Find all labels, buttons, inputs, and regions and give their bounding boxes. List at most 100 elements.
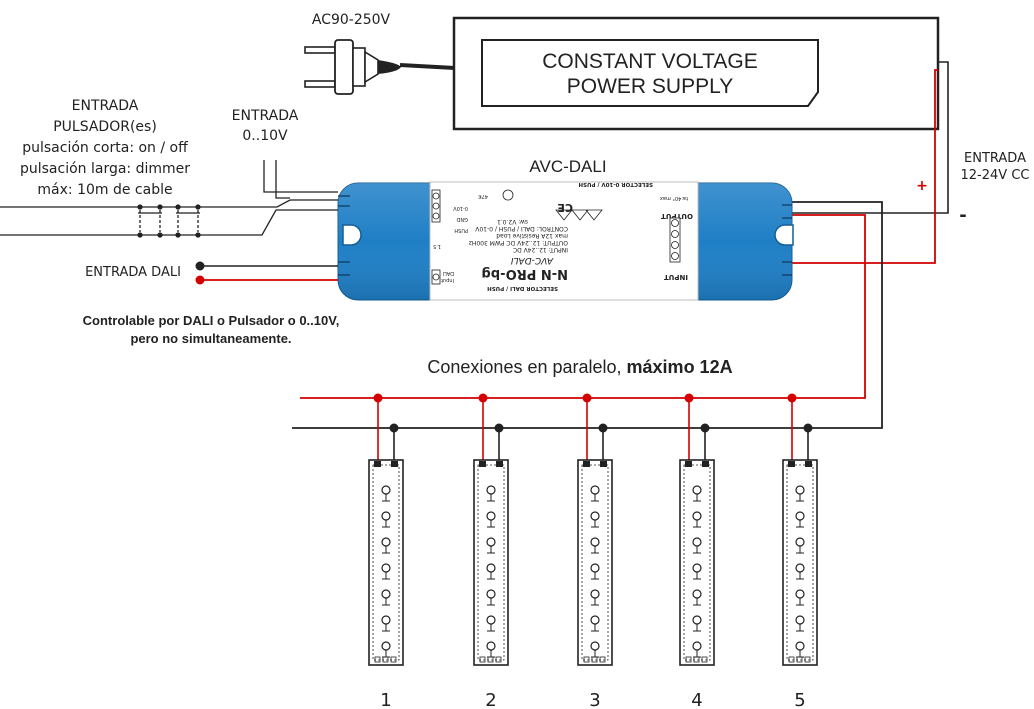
led-icon — [795, 537, 805, 547]
led-icon — [590, 511, 600, 521]
led-icon — [486, 589, 496, 599]
led-icon — [692, 641, 702, 651]
led-strip-1 — [368, 393, 404, 666]
device-t47k: 47K — [478, 193, 488, 199]
led-icon — [692, 563, 702, 573]
led-icon — [590, 537, 600, 547]
psu-output-wires — [781, 61, 949, 264]
led-icon — [795, 615, 805, 625]
strip-number: 4 — [691, 690, 702, 709]
avc-dali-device — [337, 181, 794, 301]
led-icon — [590, 641, 600, 651]
led-strip-4 — [679, 393, 715, 666]
junction-dot — [700, 423, 710, 433]
strip-number: 1 — [380, 690, 391, 709]
input-right-line1: ENTRADA — [964, 151, 1026, 166]
device-input-label: INPUT — [664, 273, 688, 281]
push-input-line3: pulsación corta: on / off — [22, 140, 188, 156]
psu-label-line1: CONSTANT VOLTAGE — [542, 50, 757, 73]
input-right-plus: + — [916, 178, 928, 194]
led-icon — [795, 641, 805, 651]
led-strip-3 — [577, 393, 613, 666]
device-ce: CE — [557, 201, 573, 214]
led-icon — [486, 615, 496, 625]
strip-number: 2 — [485, 690, 496, 709]
led-icon — [486, 641, 496, 651]
device-info-2: OUTPUT: 12..24V DC PWM 300Hz — [469, 239, 568, 246]
device-tgnd: GND — [456, 216, 468, 222]
push-input-line1: ENTRADA — [72, 98, 139, 114]
power-supply: CONSTANT VOLTAGE POWER SUPPLY — [452, 16, 940, 131]
push-button-input — [0, 160, 338, 238]
led-icon — [381, 511, 391, 521]
led-icon — [590, 485, 600, 495]
led-strip-5 — [782, 393, 818, 666]
parallel-note: Conexiones en paralelo, máximo 12A — [427, 357, 732, 377]
junction-dot — [478, 393, 488, 403]
led-icon — [486, 485, 496, 495]
device-info-1: INPUT: 12..24V DC — [513, 246, 568, 253]
input-right-line2: 12-24V CC — [961, 168, 1030, 183]
led-icon — [381, 537, 391, 547]
device-selector-bottom: SELECTOR DALI / PUSH — [487, 285, 558, 291]
junction-dot — [787, 393, 797, 403]
led-icon — [486, 537, 496, 547]
led-strip-2 — [473, 393, 509, 666]
device-model: AVC-DALI — [511, 255, 554, 265]
device-title: AVC-DALI — [529, 157, 606, 176]
input-right-minus: - — [959, 205, 966, 226]
psu-label-line2: POWER SUPPLY — [567, 75, 733, 98]
led-icon — [381, 641, 391, 651]
led-icon — [692, 511, 702, 521]
strip-number: 3 — [589, 690, 600, 709]
note-line1: Controlable por DALI o Pulsador o 0..10V… — [83, 313, 340, 328]
junction-dot — [598, 423, 608, 433]
led-icon — [381, 485, 391, 495]
junction-dot — [684, 393, 694, 403]
input-010-line1: ENTRADA — [232, 108, 299, 124]
led-icon — [692, 589, 702, 599]
junction-dot — [494, 423, 504, 433]
device-tpush: PUSH — [454, 227, 468, 233]
led-icon — [795, 485, 805, 495]
dali-input-wires — [195, 261, 338, 285]
mains-plug-icon — [304, 39, 456, 95]
led-strips — [368, 393, 818, 666]
junction-dot — [373, 393, 383, 403]
led-icon — [590, 589, 600, 599]
device-t1: 1.5 — [433, 243, 441, 249]
junction-dot — [582, 393, 592, 403]
dali-input-label: ENTRADA DALI — [85, 265, 181, 280]
led-icon — [692, 485, 702, 495]
device-output-label: OUTPUT — [661, 212, 693, 220]
push-input-line2: PULSADOR(es) — [53, 119, 157, 135]
input-010-line2: 0..10V — [242, 128, 288, 144]
device-info-5: sw: V2.0.1 — [497, 218, 528, 225]
led-icon — [795, 563, 805, 573]
parallel-text: Conexiones en paralelo, — [427, 357, 626, 377]
device-dali: DALI — [443, 270, 454, 276]
led-icon — [381, 589, 391, 599]
junction-dot — [389, 423, 399, 433]
push-input-line5: máx: 10m de cable — [37, 182, 172, 198]
mains-label: AC90-250V — [312, 12, 391, 28]
led-icon — [795, 511, 805, 521]
note-line2: pero no simultaneamente. — [130, 331, 291, 346]
led-icon — [795, 589, 805, 599]
push-input-line4: pulsación larga: dimmer — [20, 161, 190, 177]
device-brand: N-N PRO-bg — [481, 266, 568, 281]
led-icon — [590, 615, 600, 625]
strip-number: 5 — [794, 690, 805, 709]
device-info-4: CONTROL: DALI / PUSH / 0-10V — [474, 225, 568, 232]
led-icon — [590, 563, 600, 573]
parallel-bold: máximo 12A — [627, 357, 733, 377]
device-selector-top: SELECTOR 0-10V / PUSH — [578, 181, 653, 187]
device-label: SELECTOR 0-10V / PUSH SELECTOR DALI / PU… — [431, 181, 693, 291]
device-info-3: max 12A Resistive Load — [496, 232, 568, 239]
device-ta: ta:40° max — [660, 195, 688, 201]
led-icon — [692, 537, 702, 547]
led-icon — [692, 615, 702, 625]
led-icon — [486, 511, 496, 521]
strip-numbers: 1 2 3 4 5 — [380, 690, 805, 709]
